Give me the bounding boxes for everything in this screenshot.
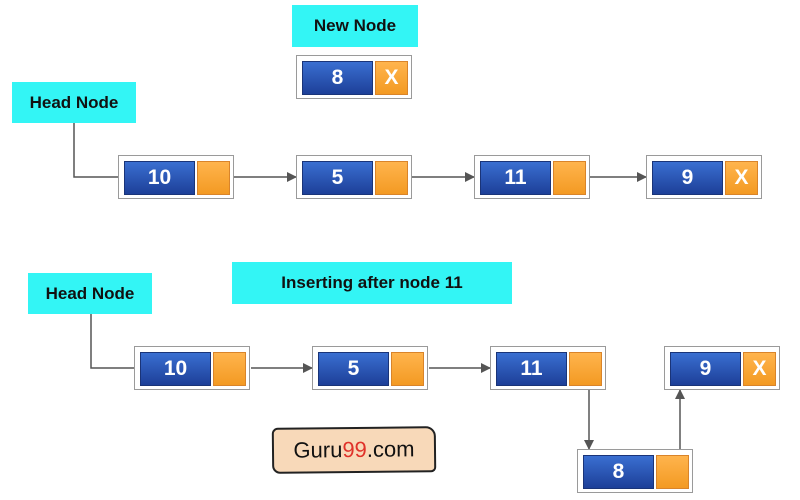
list-node-10: 10 bbox=[118, 155, 234, 199]
node-value: 10 bbox=[124, 161, 195, 195]
list-node-5-bottom: 5 bbox=[312, 346, 428, 390]
head-link-line-bottom bbox=[90, 314, 134, 369]
logo-part-2: 99 bbox=[342, 436, 367, 463]
new-node-label: New Node bbox=[292, 5, 418, 47]
list-node-11: 11 bbox=[474, 155, 590, 199]
logo-part-1: Guru bbox=[293, 437, 343, 463]
list-node-9: 9 X bbox=[646, 155, 762, 199]
node-value: 11 bbox=[496, 352, 567, 386]
node-value: 5 bbox=[318, 352, 389, 386]
logo-part-3: .com bbox=[366, 436, 415, 462]
node-value: 8 bbox=[583, 455, 654, 489]
node-value: 5 bbox=[302, 161, 373, 195]
list-node-10-bottom: 10 bbox=[134, 346, 250, 390]
node-pointer bbox=[553, 161, 586, 195]
node-value: 9 bbox=[670, 352, 741, 386]
inserted-node-8: 8 bbox=[577, 449, 693, 493]
node-value: 8 bbox=[302, 61, 373, 95]
head-node-label: Head Node bbox=[12, 82, 136, 123]
node-pointer bbox=[391, 352, 424, 386]
node-pointer: X bbox=[743, 352, 776, 386]
node-value: 9 bbox=[652, 161, 723, 195]
new-node: 8 X bbox=[296, 55, 412, 99]
node-pointer bbox=[569, 352, 602, 386]
list-node-5: 5 bbox=[296, 155, 412, 199]
node-pointer bbox=[197, 161, 230, 195]
list-node-9-bottom: 9 X bbox=[664, 346, 780, 390]
node-value: 11 bbox=[480, 161, 551, 195]
inserting-title: Inserting after node 11 bbox=[232, 262, 512, 304]
head-link-line bbox=[73, 123, 118, 178]
head-node-label-bottom: Head Node bbox=[28, 273, 152, 314]
node-pointer bbox=[213, 352, 246, 386]
node-pointer: X bbox=[725, 161, 758, 195]
node-value: 10 bbox=[140, 352, 211, 386]
node-pointer bbox=[656, 455, 689, 489]
node-pointer: X bbox=[375, 61, 408, 95]
node-pointer bbox=[375, 161, 408, 195]
list-node-11-bottom: 11 bbox=[490, 346, 606, 390]
